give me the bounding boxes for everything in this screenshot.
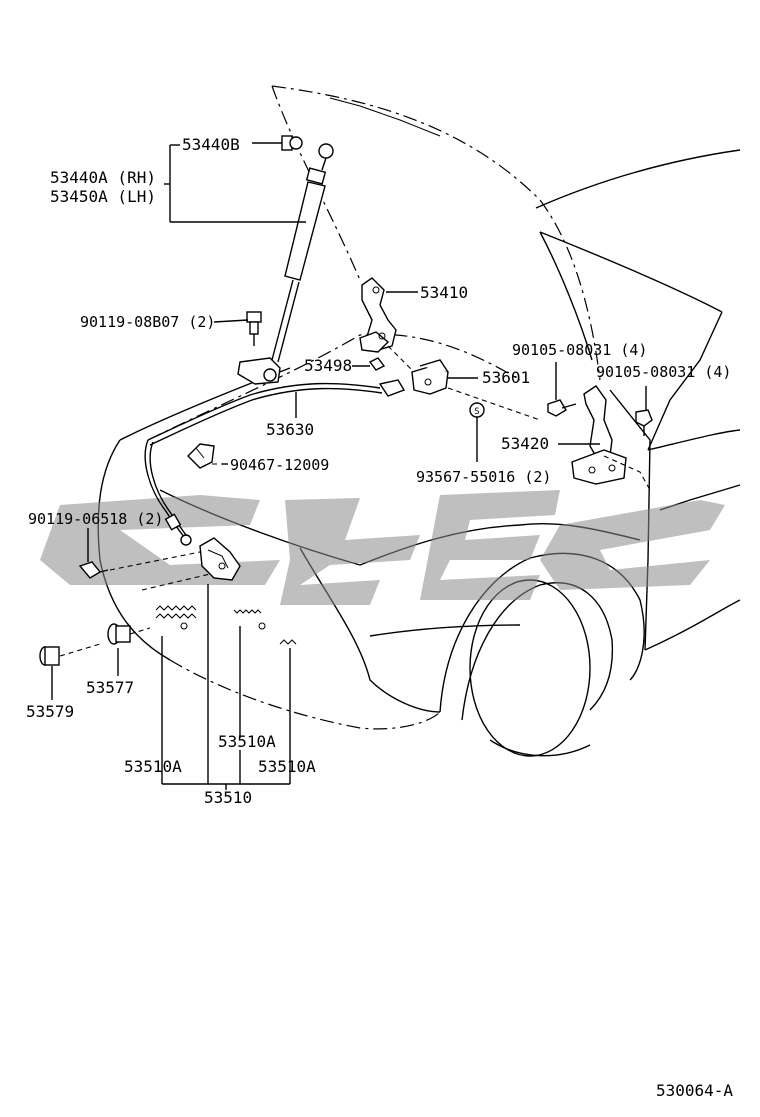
label-90105-08031-b: 90105-08031 (4) [596, 363, 731, 381]
label-90467-12009: 90467-12009 [230, 456, 329, 474]
label-53440A: 53440A (RH) [50, 168, 156, 187]
label-53510: 53510 [204, 788, 252, 807]
label-90119-06518: 90119-06518 (2) [28, 510, 163, 528]
cushion-53577 [107, 623, 151, 676]
clamp-90467-12009 [187, 443, 228, 469]
label-53510A-right: 53510A [258, 757, 316, 776]
bolt-90119-08B07 [246, 311, 262, 346]
hood-hinge-53410 [359, 277, 418, 353]
clip-93567-55016: S [469, 402, 485, 462]
bolt-90105-08031-b [635, 386, 653, 436]
ball-stud-53440B [252, 135, 303, 151]
label-93567-55016: 93567-55016 (2) [416, 468, 551, 486]
label-53510A-left: 53510A [124, 757, 182, 776]
hood-lock-cable-53630 [144, 379, 406, 546]
label-53450A: 53450A (LH) [50, 187, 156, 206]
hood-lock-53510 [141, 537, 241, 591]
diagram-id: 530064-A [656, 1081, 733, 1100]
leader-lines [161, 144, 306, 790]
lock-lever-53601 [387, 345, 541, 421]
label-53601: 53601 [482, 368, 530, 387]
label-53440B: 53440B [182, 135, 240, 154]
label-53630: 53630 [266, 420, 314, 439]
part-labels: 53440B 53440A (RH) 53450A (LH) 53410 901… [26, 135, 733, 1100]
hood-support-strut [237, 143, 334, 385]
svg-text:S: S [474, 407, 479, 417]
label-53420: 53420 [501, 434, 549, 453]
clamp-53498 [352, 357, 386, 371]
label-53577: 53577 [86, 678, 134, 697]
bolt-90119-06518 [78, 528, 201, 579]
cushion-53579 [39, 643, 101, 700]
label-90105-08031-a: 90105-08031 (4) [512, 341, 647, 359]
spring-53510A-right [279, 639, 297, 645]
label-53498: 53498 [304, 356, 352, 375]
spring-53510A-left [155, 605, 197, 630]
label-53410: 53410 [420, 283, 468, 302]
hood-hinge-53420 [558, 385, 651, 491]
label-53579: 53579 [26, 702, 74, 721]
label-53510A-mid: 53510A [218, 732, 276, 751]
spring-53510A-mid [233, 609, 266, 630]
bolt-90105-08031-a [547, 362, 577, 417]
label-90119-08B07: 90119-08B07 (2) [80, 313, 215, 331]
watermark-logo [40, 490, 725, 605]
